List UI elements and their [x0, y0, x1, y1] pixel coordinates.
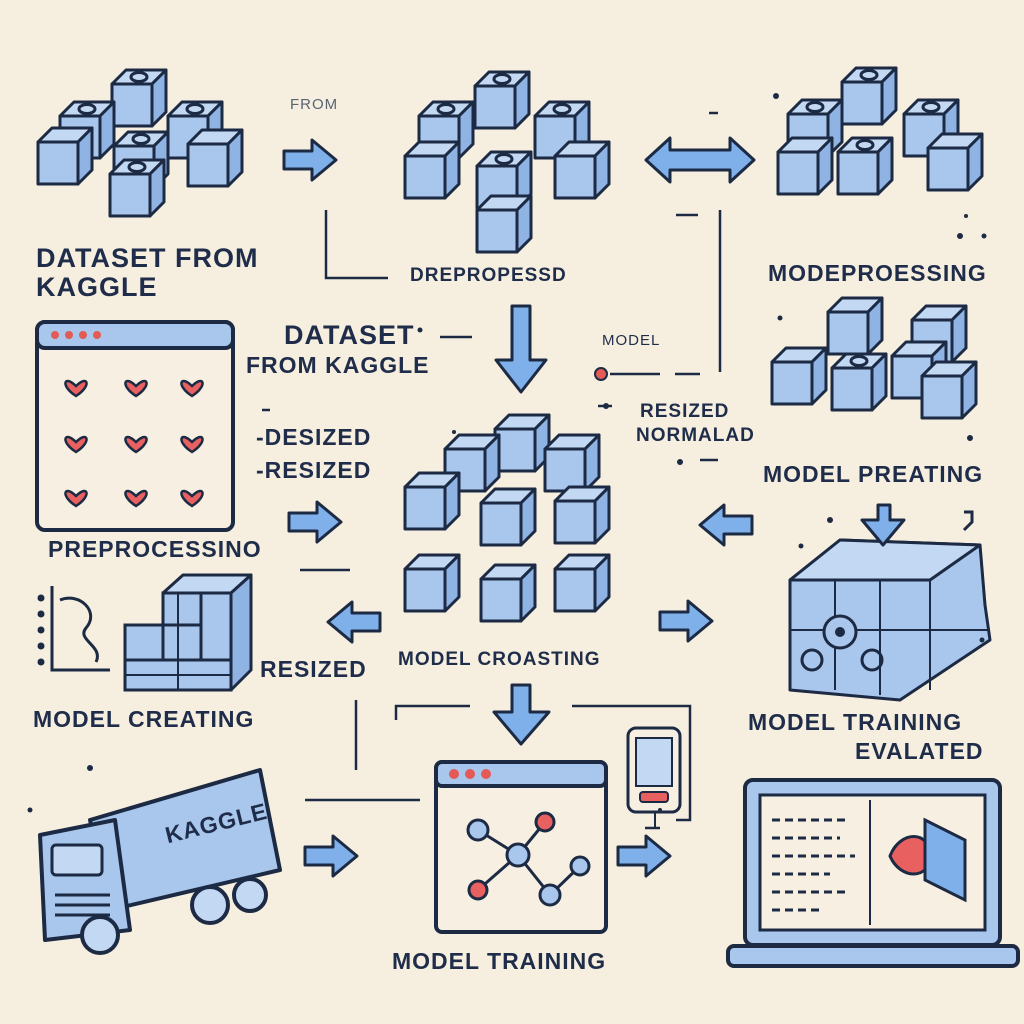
label-resized-left: -RESIZED [256, 457, 372, 483]
cube-cluster-top-middle [403, 72, 611, 254]
phone-icon [626, 726, 682, 828]
label-preprocessing: PREPROCESSINO [48, 536, 262, 562]
arrow-down-2 [492, 683, 551, 746]
connector-lines [262, 111, 722, 830]
label-model-small: MODEL [602, 332, 661, 349]
red-dot [594, 367, 608, 381]
label-model-croasting: MODEL CROASTING [398, 649, 601, 670]
cube-cluster-right-mid [770, 296, 978, 420]
arrow-right-2 [287, 500, 343, 544]
arrow-right-4 [303, 834, 359, 878]
label-dreprocessd: DREPROPESSD [410, 265, 567, 286]
bracket-mark [962, 510, 974, 532]
label-from: FROM [290, 96, 339, 113]
arrow-right-1 [282, 138, 338, 182]
arrow-left-2 [326, 600, 382, 644]
hearts-window [35, 320, 235, 532]
central-cube-stack [403, 413, 611, 623]
scribble-graph-icon [37, 586, 110, 672]
label-resized-small: RESIZED [640, 401, 730, 422]
label-dataset: DATASET [284, 320, 415, 350]
label-model-preating: MODEL PREATING [763, 461, 984, 487]
arrow-double-1 [644, 136, 756, 184]
label-model-creating: MODEL CREATING [33, 706, 255, 732]
label-model-training: MODEL TRAINING [392, 948, 607, 974]
label-dataset-from-kaggle-top: DATASET FROM KAGGLE [36, 243, 259, 303]
arrow-left-1 [698, 503, 754, 547]
label-model-training-evalated-1: MODEL TRAINING [748, 709, 963, 735]
arrow-right-5 [616, 834, 672, 878]
label-from-kaggle: FROM KAGGLE [246, 352, 430, 378]
laptop-icon [726, 778, 1020, 968]
kaggle-truck-icon [38, 768, 282, 955]
cracked-cube-block [788, 503, 992, 702]
arrow-down-1 [494, 304, 548, 394]
label-normalad: NORMALAD [636, 425, 755, 446]
label-model-training-evalated-2: EVALATED [855, 738, 984, 764]
label-resized-bottom: RESIZED [260, 656, 367, 682]
label-modeprocessing: MODEPROESSING [768, 260, 987, 286]
decor-dots [27, 93, 987, 813]
cube-cluster-top-left [36, 70, 244, 216]
cube-cluster-top-right [776, 68, 984, 196]
arrow-right-3 [658, 599, 714, 643]
stacked-cube-bar [123, 573, 253, 692]
network-graph-window [434, 760, 608, 934]
label-desized: -DESIZED [256, 424, 372, 450]
